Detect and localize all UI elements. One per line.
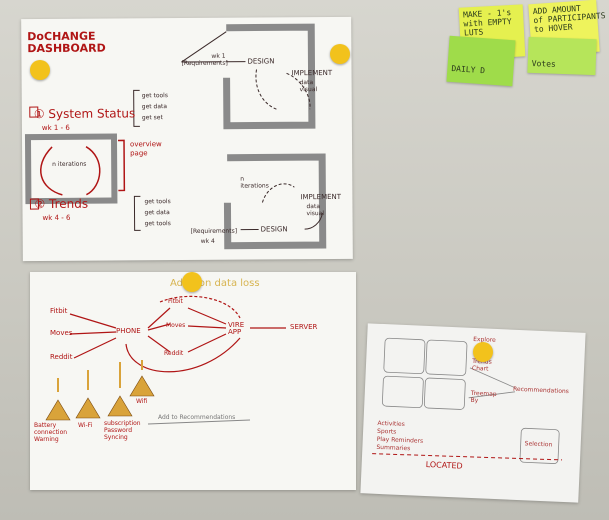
iterations-label: n iterations <box>52 160 87 168</box>
upper-implement-sub: data visual <box>299 79 318 94</box>
node-server: SERVER <box>290 323 318 331</box>
node-moves: Moves <box>50 329 73 337</box>
section-system-status-weeks: wk 1 - 6 <box>41 123 70 133</box>
label-treemap: Treemap By <box>470 389 497 405</box>
node-phone: PHONE <box>116 327 141 335</box>
node-reddit-2: Reddit <box>164 350 184 357</box>
pin-top-left <box>30 60 50 80</box>
warning-wifi: Wi-Fi <box>78 422 93 429</box>
lower-steps: get tools get data get tools <box>144 198 171 228</box>
label-selection: Selection <box>524 440 553 449</box>
list-item-summaries: Summaries <box>376 443 411 453</box>
node-vire-app: VIRE APP <box>228 321 245 336</box>
upper-implement: IMPLEMENT <box>291 68 333 78</box>
right-paper: Explore Trends Chart Treemap By Recommen… <box>360 323 586 503</box>
list-item-sports: Sports <box>376 427 397 436</box>
bottom-poster-title: Ad ... on data loss <box>170 278 260 289</box>
section-system-status: ① System Status <box>33 106 136 122</box>
pin-right-paper <box>473 342 493 362</box>
pin-top-right <box>330 44 350 64</box>
list-item-activities: Activities <box>377 419 405 429</box>
warning-wifi-2: Wifi <box>136 398 148 405</box>
warning-subscription: subscription Password Syncing <box>104 420 141 441</box>
top-poster: DoCHANGE DASHBOARD ① Sy <box>21 16 353 262</box>
upper-design: DESIGN <box>247 57 275 66</box>
sticky-note-votes: Votes <box>527 36 597 76</box>
pin-bottom-poster <box>182 272 202 292</box>
add-recommendations-label: Add to Recommendations <box>158 414 236 421</box>
lower-implement: IMPLEMENT <box>300 192 342 202</box>
data-flow-drawing <box>45 295 286 425</box>
top-poster-drawing <box>24 23 327 250</box>
lower-implement-sub: data visual <box>306 203 325 218</box>
bottom-poster: Ad ... on data loss <box>30 272 356 490</box>
sticky-note-daily: DAILY D <box>446 35 516 87</box>
footer-located: LOCATED <box>425 459 463 471</box>
node-fitbit: Fitbit <box>50 307 68 315</box>
node-fitbit-2: Fitbit <box>168 298 183 305</box>
overview-page-label: overview page <box>130 140 162 158</box>
lower-iterations: n iterations <box>240 175 269 190</box>
upper-wk: wk 1 <box>211 52 226 60</box>
upper-steps: get tools get data get set <box>141 92 168 122</box>
wireframe-drawing <box>372 337 563 464</box>
node-moves-2: Moves <box>166 322 186 329</box>
upper-requirements: [Requirements] <box>181 59 228 68</box>
lower-wk: wk 4 <box>200 237 215 245</box>
section-trends-weeks: wk 4 - 6 <box>42 213 71 223</box>
section-trends: ② Trends <box>34 196 89 212</box>
node-reddit: Reddit <box>50 353 73 361</box>
lower-requirements: [Requirements] <box>190 227 238 235</box>
lower-design: DESIGN <box>260 225 288 234</box>
warning-battery: Battery connection Warning <box>34 422 68 443</box>
